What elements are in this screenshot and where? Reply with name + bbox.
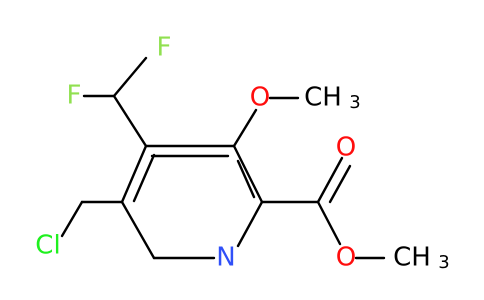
chlorine-label: Cl bbox=[35, 231, 60, 261]
ester-methyl-label: CH bbox=[393, 243, 431, 273]
bond-c5-c4-double bbox=[132, 153, 156, 203]
bond-ester-c-o-double bbox=[328, 164, 352, 204]
fluorine-left-label: F bbox=[67, 81, 82, 111]
bond-chf2-f-top bbox=[112, 56, 148, 98]
bond-ester-c-oether bbox=[316, 200, 342, 246]
carbonyl-oxygen-label: O bbox=[336, 133, 356, 163]
fluorine-top-label: F bbox=[157, 33, 172, 63]
bond-c5-c4 bbox=[120, 144, 148, 204]
bond-c3-o bbox=[232, 108, 258, 148]
ester-methyl-subscript: 3 bbox=[438, 252, 449, 273]
bond-c3-c2 bbox=[232, 144, 264, 204]
methoxy-carbon-label: CH bbox=[304, 83, 342, 113]
bond-c4-chf2 bbox=[112, 94, 148, 148]
bond-c3-c2-double bbox=[236, 159, 256, 199]
ring-nitrogen-label: N bbox=[216, 243, 235, 273]
ester-oxygen-label: O bbox=[336, 243, 356, 273]
bond-ch2-cl bbox=[60, 200, 84, 238]
bond-ester-c-o bbox=[316, 156, 344, 204]
methoxy-carbon-subscript: 3 bbox=[349, 92, 360, 113]
bond-c6-c5 bbox=[120, 200, 156, 260]
bond-c2-n bbox=[236, 200, 264, 248]
methoxy-oxygen-label: O bbox=[250, 83, 270, 113]
